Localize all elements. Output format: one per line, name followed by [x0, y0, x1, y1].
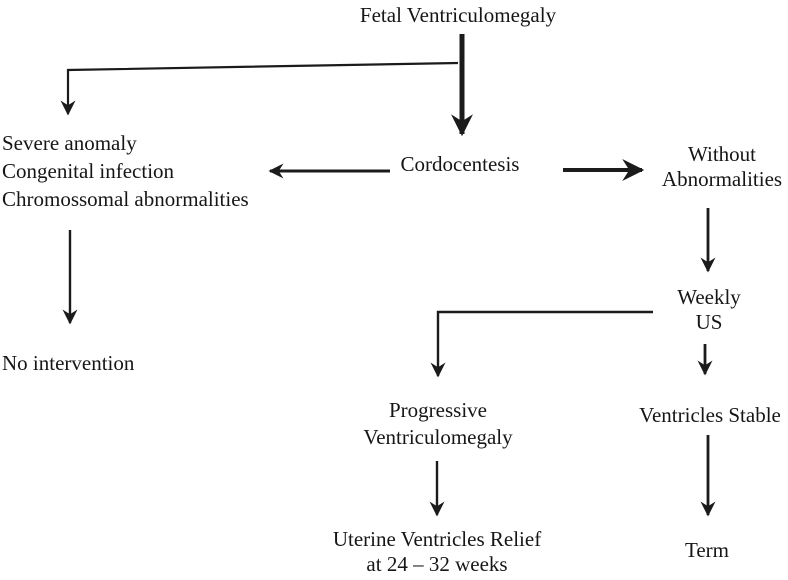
node-abnormal-findings: Severe anomaly Congenital infection Chro… — [2, 129, 249, 213]
node-progressive-ventriculomegaly: Progressive Ventriculomegaly — [363, 397, 512, 451]
arrow-root-to-abnormal-findings — [60, 61, 459, 116]
weekly-us-line2: US — [695, 310, 723, 334]
arrow-weekly-us-to-progressive — [430, 310, 653, 378]
abnormal-findings-line-chromossomal-abnormalities: Chromossomal abnormalities — [2, 187, 249, 211]
uterine-relief-line1: Uterine Ventricles Relief — [332, 527, 542, 551]
without-abnormalities-line2: Abnormalities — [661, 167, 783, 191]
node-weekly-us: Weekly US — [677, 285, 741, 335]
progressive-ventriculomegaly-line1: Progressive — [388, 398, 487, 422]
progressive-ventriculomegaly-line2: Ventriculomegaly — [363, 425, 513, 449]
node-fetal-ventriculomegaly: Fetal Ventriculomegaly — [359, 3, 557, 27]
uterine-relief-line2: at 24 – 32 weeks — [366, 552, 508, 576]
node-term: Term — [684, 538, 730, 562]
without-abnormalities-line1: Without — [688, 142, 756, 166]
node-without-abnormalities: Without Abnormalities — [662, 142, 782, 192]
node-ventricles-stable: Ventricles Stable — [639, 403, 781, 427]
abnormal-findings-line-congenital-infection: Congenital infection — [2, 159, 175, 183]
node-cordocentesis: Cordocentesis — [400, 152, 520, 176]
abnormal-findings-line-severe-anomaly: Severe anomaly — [2, 131, 137, 155]
node-uterine-ventricles-relief: Uterine Ventricles Relief at 24 – 32 wee… — [333, 527, 541, 577]
weekly-us-line1: Weekly — [677, 285, 741, 309]
node-no-intervention: No intervention — [2, 351, 135, 375]
